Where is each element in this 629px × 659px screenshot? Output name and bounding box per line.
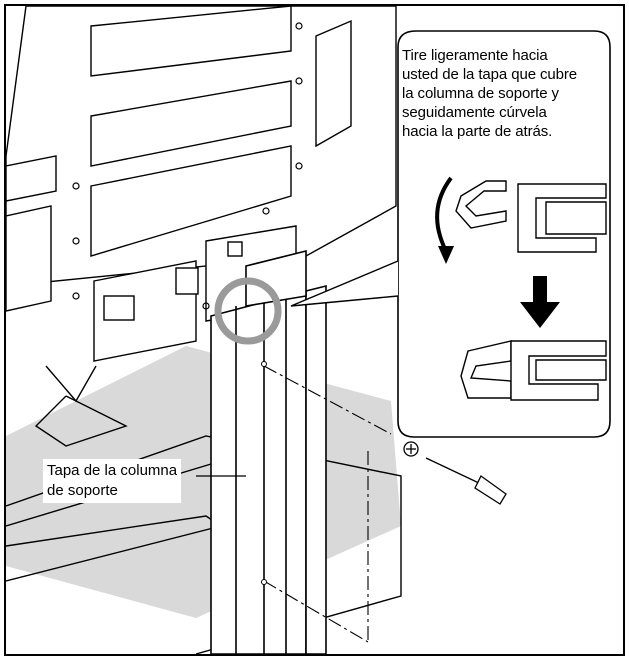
monitor-back bbox=[6, 6, 397, 362]
assembly-illustration bbox=[6, 6, 611, 654]
label-line: Tapa de la columna bbox=[47, 462, 178, 479]
cover-section-before bbox=[455, 180, 607, 253]
callout-line: Tire ligeramente hacia bbox=[402, 47, 548, 64]
cover-section-after bbox=[460, 340, 607, 401]
callout-line: usted de la tapa que cubre bbox=[402, 66, 578, 83]
callout-instruction: Tire ligeramente hacia usted de la tapa … bbox=[402, 46, 612, 141]
guide-lines bbox=[263, 365, 392, 643]
diagram-frame: Tire ligeramente hacia usted de la tapa … bbox=[4, 4, 625, 656]
curved-arrow-icon bbox=[435, 176, 453, 252]
down-arrow-icon bbox=[520, 276, 560, 328]
callout-line: hacia la parte de atrás. bbox=[402, 123, 553, 140]
support-column bbox=[210, 249, 327, 654]
callout-box bbox=[397, 30, 611, 438]
screwdriver-icon bbox=[425, 457, 507, 505]
label-line: de soporte bbox=[47, 482, 118, 499]
column-cover-label: Tapa de la columna de soporte bbox=[43, 459, 182, 503]
callout-pointer bbox=[290, 260, 399, 307]
callout-line: seguidamente cúrvela bbox=[402, 104, 547, 121]
screw-icon bbox=[403, 441, 419, 457]
highlight-ring bbox=[214, 277, 282, 345]
callout-line: la columna de soporte y bbox=[402, 85, 559, 102]
panel-screws bbox=[72, 22, 303, 310]
